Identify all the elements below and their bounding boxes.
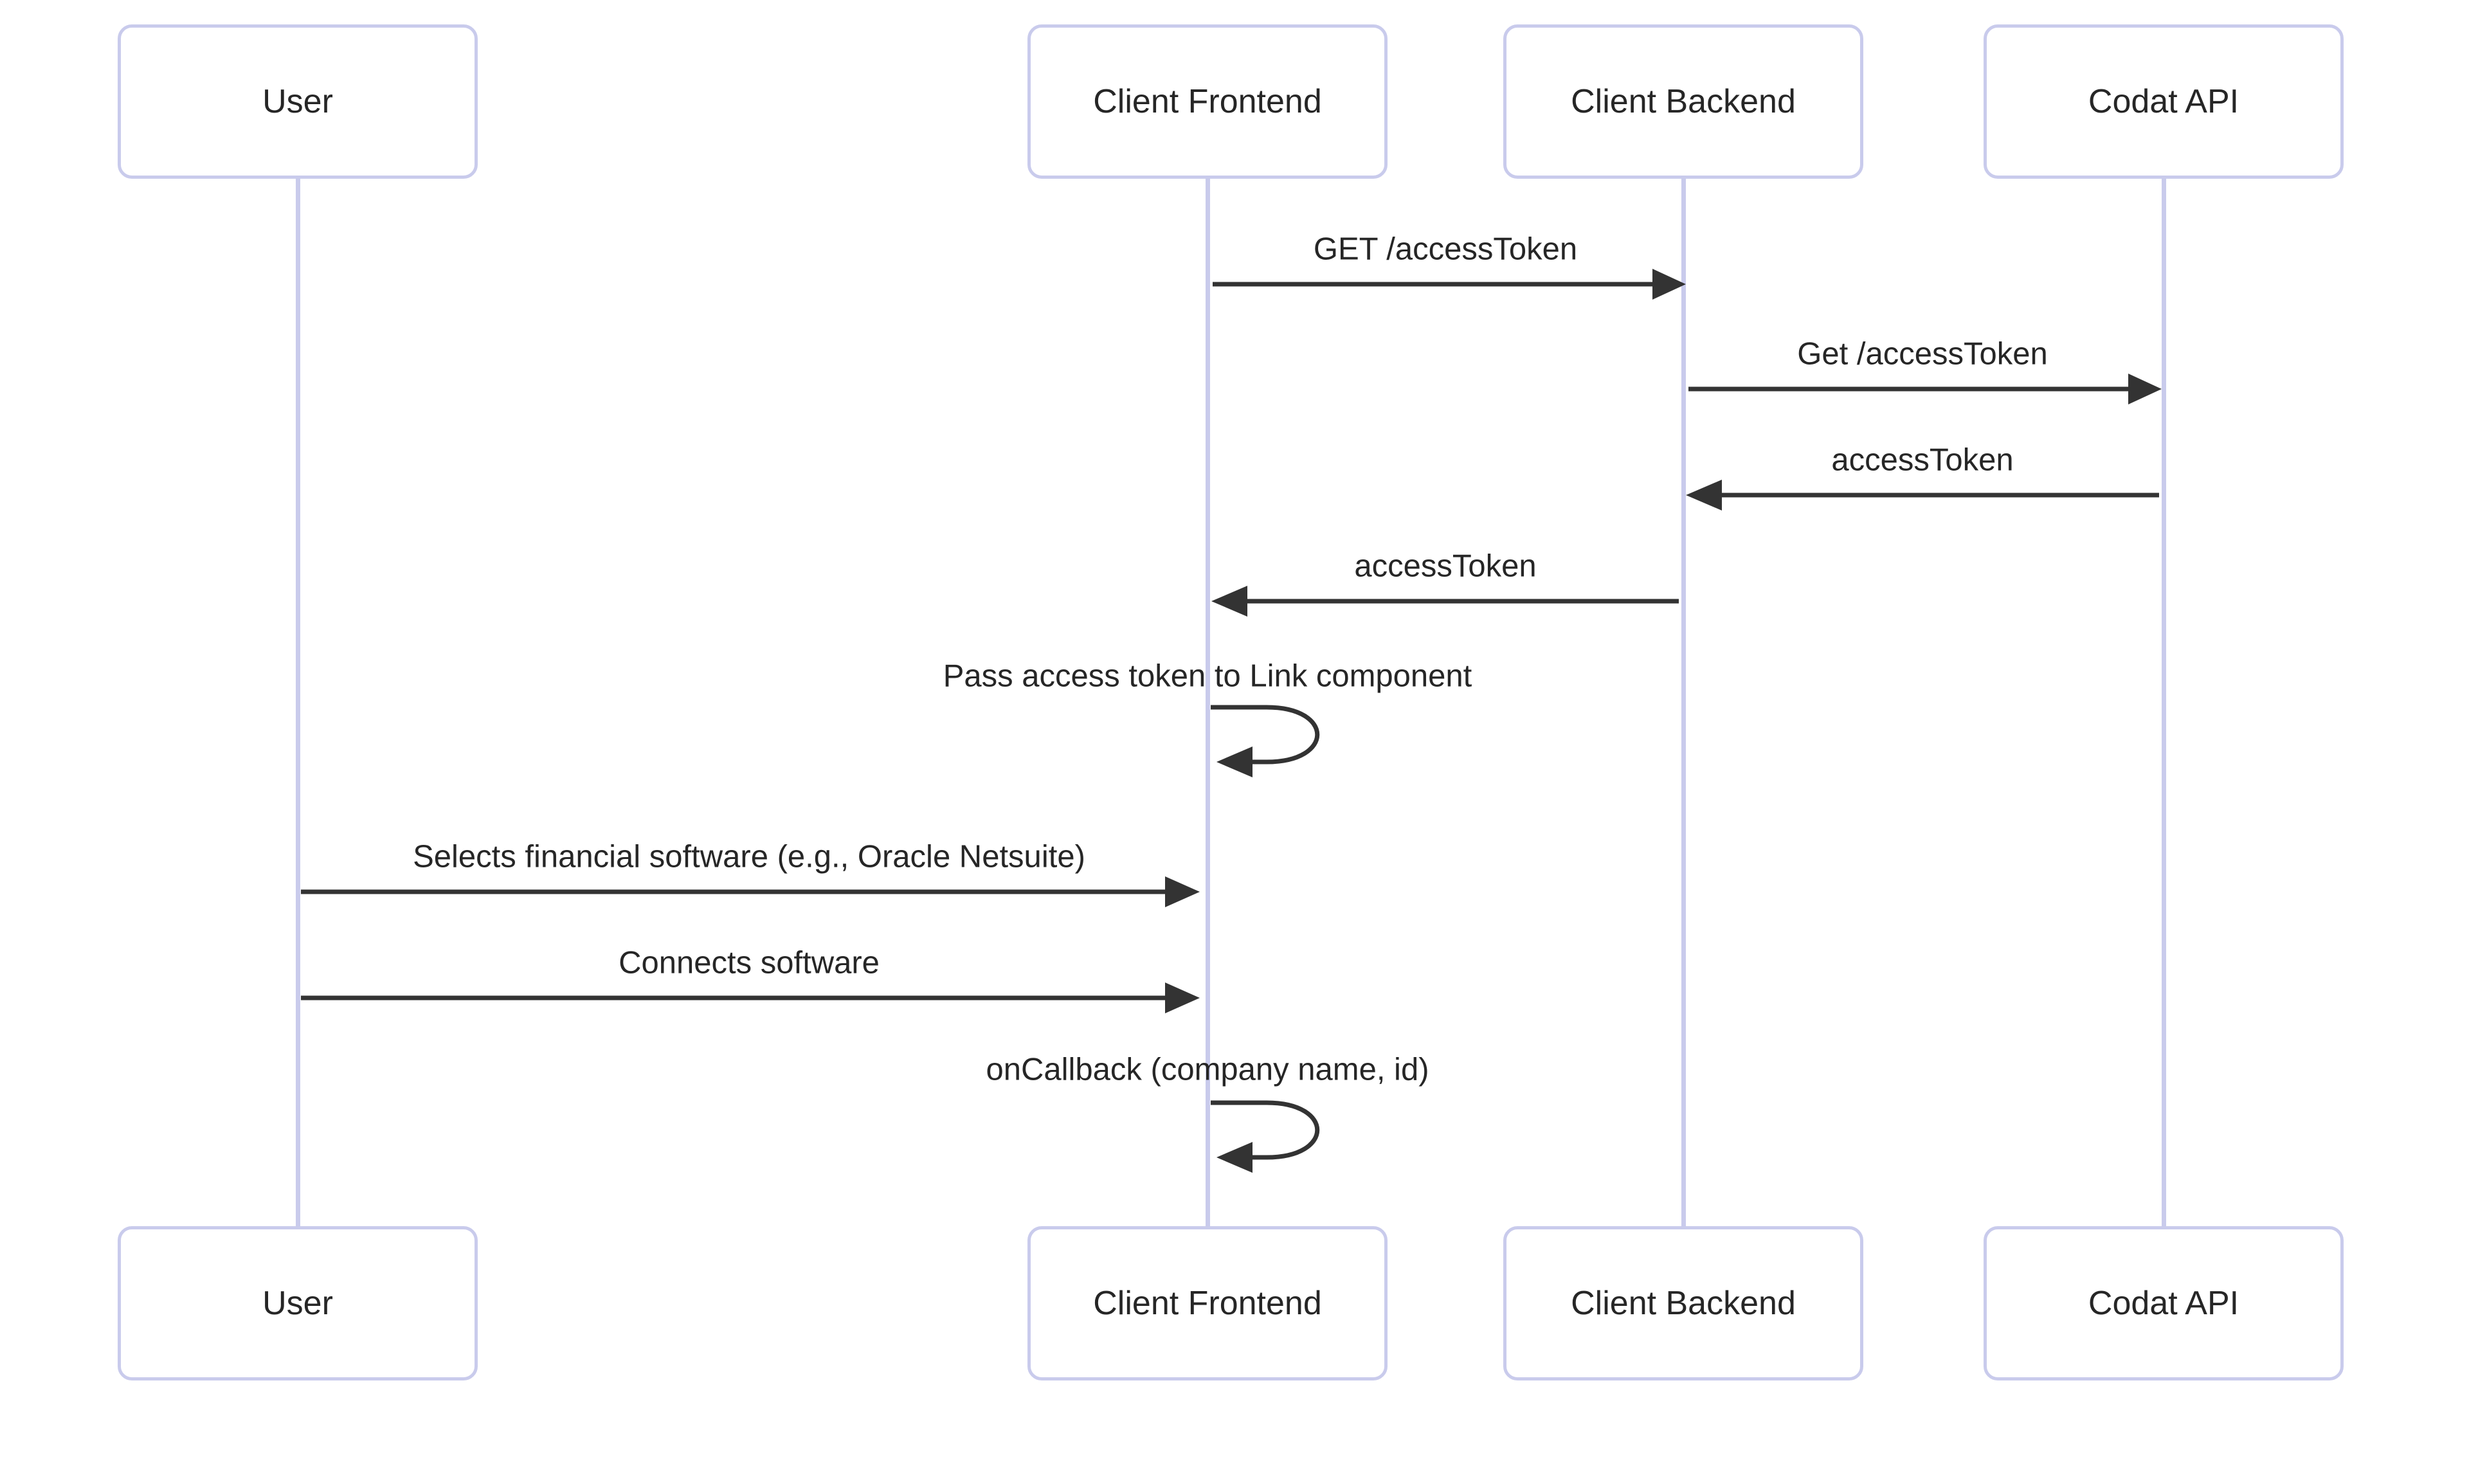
- arrow-get-access-token-frontend: [1213, 269, 1686, 300]
- arrow-selects-financial-software: [301, 876, 1200, 907]
- message-label-selects-financial-software: Selects financial software (e.g., Oracle…: [413, 839, 1085, 874]
- actor-box-user-bottom[interactable]: User: [118, 1226, 478, 1380]
- actor-label-client-backend-bottom: Client Backend: [1571, 1285, 1796, 1322]
- actor-box-user-top[interactable]: User: [118, 24, 478, 179]
- message-label-access-token-to-frontend: accessToken: [1354, 548, 1537, 584]
- lifeline-client-frontend: [1206, 179, 1210, 1226]
- actor-box-client-backend-bottom[interactable]: Client Backend: [1503, 1226, 1863, 1380]
- arrow-get-access-token-backend: [1688, 374, 2162, 404]
- actor-box-client-frontend-bottom[interactable]: Client Frontend: [1027, 1226, 1388, 1380]
- message-label-get-access-token-backend: Get /accessToken: [1797, 336, 2048, 372]
- actor-box-client-frontend-top[interactable]: Client Frontend: [1027, 24, 1388, 179]
- message-label-get-access-token-frontend: GET /accessToken: [1313, 231, 1578, 267]
- self-loop-pass-access-token: [1211, 705, 1320, 777]
- message-label-pass-access-token: Pass access token to Link component: [943, 658, 1472, 694]
- actor-label-codat-api-bottom: Codat API: [2088, 1285, 2239, 1322]
- actor-label-user-bottom: User: [262, 1285, 333, 1322]
- actor-label-user-top: User: [262, 83, 333, 120]
- arrow-connects-software: [301, 982, 1200, 1013]
- actor-label-client-frontend-bottom: Client Frontend: [1093, 1285, 1322, 1322]
- actor-label-codat-api-top: Codat API: [2088, 83, 2239, 120]
- lifeline-client-backend: [1681, 179, 1686, 1226]
- actor-label-client-frontend-top: Client Frontend: [1093, 83, 1322, 120]
- actor-box-codat-api-top[interactable]: Codat API: [1984, 24, 2344, 179]
- actor-label-client-backend-top: Client Backend: [1571, 83, 1796, 120]
- arrow-access-token-to-frontend: [1211, 586, 1679, 617]
- arrow-access-token-to-backend: [1686, 480, 2159, 511]
- message-label-on-callback: onCallback (company name, id): [986, 1052, 1429, 1087]
- lifeline-user: [296, 179, 300, 1226]
- actor-box-codat-api-bottom[interactable]: Codat API: [1984, 1226, 2344, 1380]
- self-loop-on-callback: [1211, 1100, 1320, 1173]
- actor-box-client-backend-top[interactable]: Client Backend: [1503, 24, 1863, 179]
- message-label-connects-software: Connects software: [619, 945, 880, 981]
- message-label-access-token-to-backend: accessToken: [1831, 442, 2014, 478]
- lifeline-codat-api: [2162, 179, 2166, 1226]
